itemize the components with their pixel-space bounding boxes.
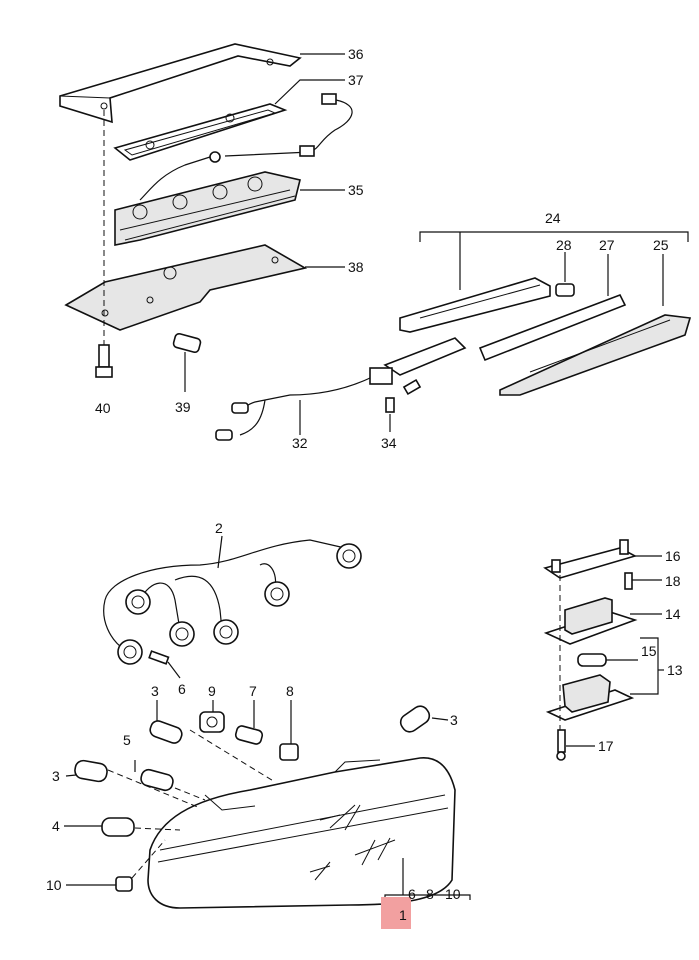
callout-28: 28 bbox=[556, 237, 572, 253]
screw-part-17 bbox=[556, 729, 566, 761]
callout-37: 37 bbox=[348, 72, 364, 88]
callout-10-a: 10 bbox=[46, 877, 62, 893]
screw-part-18 bbox=[624, 572, 633, 590]
bulb-part-3-c bbox=[74, 759, 108, 783]
socket-base-part-13 bbox=[545, 674, 635, 721]
callout-14: 14 bbox=[665, 606, 681, 622]
bulb-part-4 bbox=[101, 817, 135, 837]
callout-7: 7 bbox=[249, 683, 257, 699]
callout-3-c: 3 bbox=[52, 768, 60, 784]
nut-part-8 bbox=[279, 743, 299, 761]
lens-part-25 bbox=[499, 314, 692, 396]
callout-4: 4 bbox=[52, 818, 60, 834]
callout-34: 34 bbox=[381, 435, 397, 451]
callout-25: 25 bbox=[653, 237, 669, 253]
bulb-part-5 bbox=[140, 768, 174, 792]
callout-18: 18 bbox=[665, 573, 681, 589]
cover-part-36 bbox=[59, 43, 302, 124]
gasket-part-37 bbox=[113, 103, 288, 161]
callout-40: 40 bbox=[95, 400, 111, 416]
screw-part-6 bbox=[148, 650, 181, 679]
callout-39: 39 bbox=[175, 399, 191, 415]
lower-bracket bbox=[369, 337, 467, 385]
callout-6-b: 6 bbox=[408, 886, 416, 902]
callout-16: 16 bbox=[665, 548, 681, 564]
callout-3-b: 3 bbox=[450, 712, 458, 728]
lamp-housing-part-35 bbox=[114, 171, 301, 246]
harness-part-2 bbox=[103, 539, 362, 665]
callout-32: 32 bbox=[292, 435, 308, 451]
wire-harness-top bbox=[139, 93, 353, 201]
wire-part-32 bbox=[215, 377, 371, 441]
screw-part-40 bbox=[95, 344, 113, 378]
callout-24: 24 bbox=[545, 210, 561, 226]
callout-35: 35 bbox=[348, 182, 364, 198]
bracket-part-24 bbox=[399, 277, 551, 333]
callout-10-b: 10 bbox=[445, 886, 461, 902]
base-plate-part-38 bbox=[64, 244, 308, 331]
highlight-box bbox=[381, 897, 411, 929]
callout-15: 15 bbox=[641, 643, 657, 659]
callout-13: 13 bbox=[667, 662, 683, 678]
callout-1: 1 bbox=[399, 907, 407, 923]
bulb-part-15 bbox=[577, 653, 607, 667]
callout-38: 38 bbox=[348, 259, 364, 275]
cover-part-16 bbox=[543, 539, 638, 579]
lens-part-27 bbox=[478, 293, 627, 362]
callout-36: 36 bbox=[348, 46, 364, 62]
callout-17: 17 bbox=[598, 738, 614, 754]
bulb-holder-part-28 bbox=[555, 283, 575, 297]
callout-6: 6 bbox=[178, 681, 186, 697]
bulb-part-7 bbox=[234, 725, 264, 745]
bulb-part-3-b bbox=[399, 705, 431, 733]
callout-27: 27 bbox=[599, 237, 615, 253]
callout-9: 9 bbox=[208, 683, 216, 699]
callout-8-b: 8 bbox=[426, 886, 434, 902]
socket-part-9 bbox=[199, 711, 225, 733]
callout-8: 8 bbox=[286, 683, 294, 699]
callout-5: 5 bbox=[123, 732, 131, 748]
callout-2: 2 bbox=[215, 520, 223, 536]
callout-3-a: 3 bbox=[151, 683, 159, 699]
bulb-part-39 bbox=[172, 332, 202, 392]
lens-part-14 bbox=[543, 597, 638, 645]
bulb-part-3-a bbox=[149, 720, 183, 744]
nut-part-10 bbox=[115, 876, 133, 892]
screws-part-34 bbox=[385, 378, 422, 432]
tail-lamp-part-1 bbox=[147, 757, 456, 909]
